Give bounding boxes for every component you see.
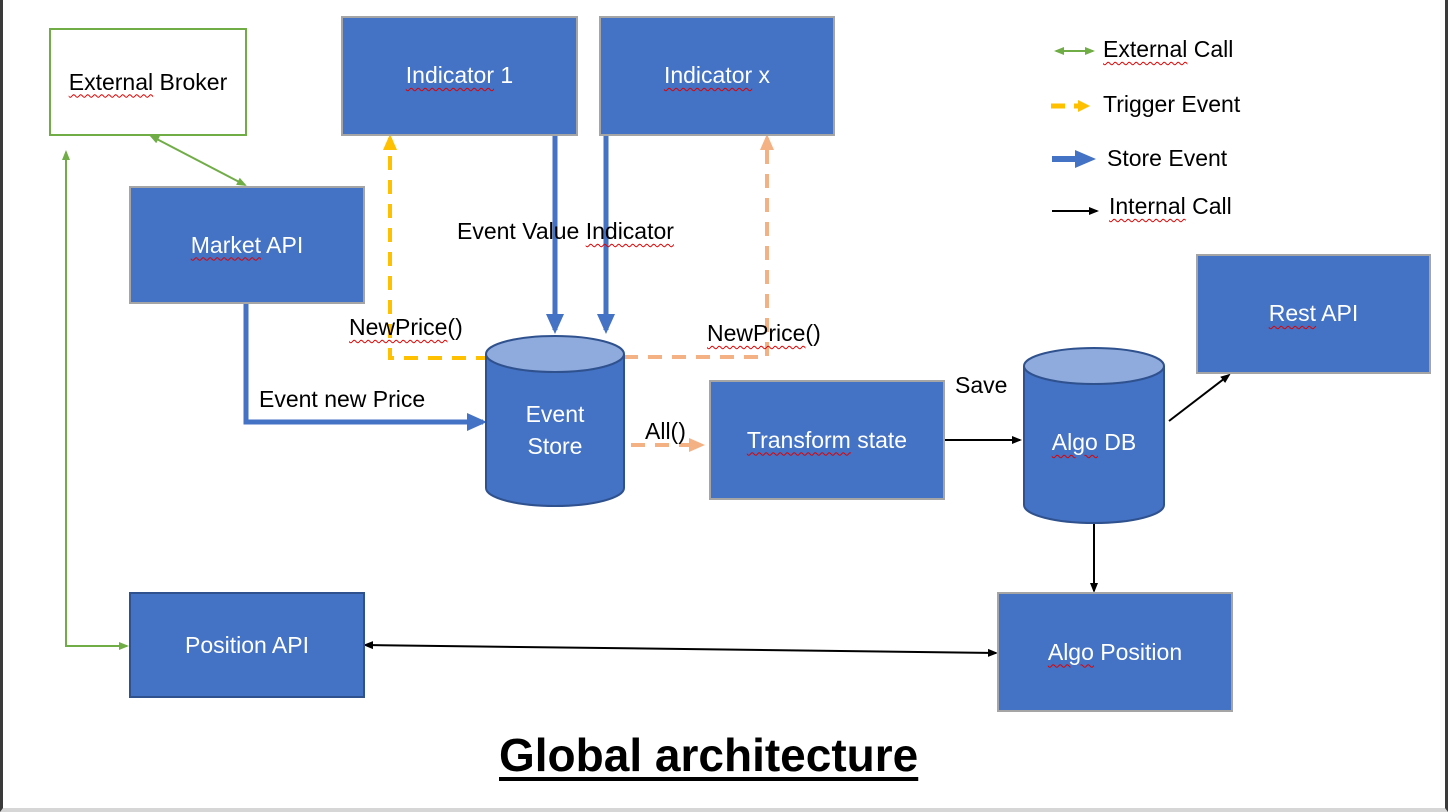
legend-trigger-event-icon [1051,100,1090,112]
indicator-x-node[interactable]: Indicator x [599,16,835,136]
legend-external-call-label: External Call [1103,36,1234,62]
legend-internal-call-label: Internal Call [1109,193,1232,219]
diagram-title: Global architecture [499,729,919,781]
position-api-node[interactable]: Position API [129,592,365,698]
market-api-label: Market API [190,231,304,258]
event-store-label-line1: Event [525,401,585,427]
transform-state-label: Transform state [746,426,908,453]
algo-db-cylinder[interactable] [1023,347,1165,524]
algo-db-label: Algo DB [1051,429,1137,455]
event-store-label: Event Store [486,398,624,462]
edge-algodb-restapi [1168,373,1231,422]
algo-position-node[interactable]: Algo Position [997,592,1233,712]
all-label: All() [645,418,686,444]
indicator-x-label: Indicator x [663,62,771,88]
position-api-label: Position API [184,631,310,658]
connectors-layer [62,47,1231,657]
newprice-left-label: NewPrice() [349,314,463,340]
indicator-1-node[interactable]: Indicator 1 [341,16,578,136]
edge-store-indicatorx [624,134,774,359]
edge-position-broker [62,150,129,650]
edge-market-store [243,303,487,431]
rest-api-label: Rest API [1268,300,1359,326]
edge-positionapi-algoposition [363,641,998,657]
transform-state-node[interactable]: Transform state [709,380,945,500]
event-store-cylinder[interactable] [485,335,625,507]
legend-store-event-label: Store Event [1107,145,1228,171]
event-store-label-line2: Store [527,433,583,459]
algo-position-label: Algo Position [1047,638,1183,665]
event-new-price-label: Event new Price [259,386,426,412]
external-broker-node[interactable]: External Broker [49,28,247,136]
rest-api-node[interactable]: Rest API [1196,254,1431,374]
market-api-node[interactable]: Market API [129,186,365,304]
legend-trigger-event-label: Trigger Event [1103,91,1241,117]
newprice-right-label: NewPrice() [707,320,821,346]
edge-store-indicator1 [383,134,490,360]
indicator-1-label: Indicator 1 [405,62,514,88]
legend-store-event-icon [1052,150,1096,168]
save-label: Save [955,372,1008,398]
edge-broker-market [149,135,247,186]
event-value-indicator-label: Event Value Indicator [457,218,674,244]
external-broker-label: External Broker [68,68,228,95]
